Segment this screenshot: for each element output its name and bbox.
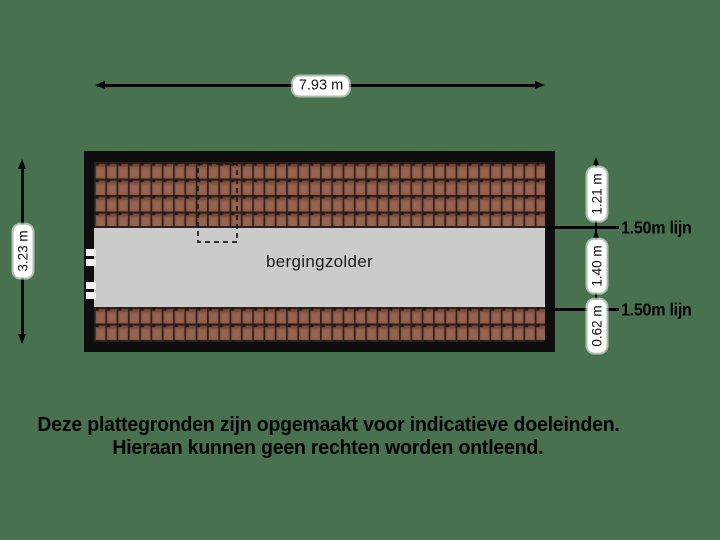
roof-top-edge <box>94 226 545 228</box>
floorplan-drawing <box>84 151 555 352</box>
arrowhead-right-icon <box>535 81 545 89</box>
height-dimension-label: 3.23 m <box>13 224 33 278</box>
line-150-label-bottom-text: 1.50m lijn <box>621 299 692 320</box>
line-150-label-top-text: 1.50m lijn <box>621 217 692 238</box>
line-150-bottom <box>545 308 619 311</box>
wall-vent-marker-top <box>86 249 96 266</box>
chain-arrow-icon <box>592 217 599 225</box>
roof-top <box>94 162 545 228</box>
disclaimer-line2: Hieraan kunnen geen rechten worden ontle… <box>112 435 544 459</box>
line-150-top <box>545 226 619 229</box>
attic-floor <box>94 228 545 307</box>
room-label: bergingzolder <box>266 252 373 271</box>
roof-bottom <box>94 307 545 342</box>
arrowhead-down-icon <box>18 334 26 344</box>
width-dimension-label: 7.93 m <box>292 76 350 96</box>
arrowhead-left-icon <box>95 81 105 89</box>
segment-label-1: 1.21 m <box>587 167 607 221</box>
disclaimer: Deze plattegronden zijn opgemaakt voor i… <box>0 413 656 459</box>
line-150-label-top: 1.50m lijn <box>621 218 698 239</box>
segment-label-2: 1.40 m <box>587 239 607 293</box>
line-150-label-bottom: 1.50m lijn <box>621 300 698 321</box>
wall-vent-marker-bottom <box>86 282 96 299</box>
chain-arrow-top-icon <box>592 157 599 165</box>
segment-label-3: 0.62 m <box>587 299 607 353</box>
chain-arrow-icon <box>592 230 599 238</box>
arrowhead-up-icon <box>18 159 26 169</box>
disclaimer-line1: Deze plattegronden zijn opgemaakt voor i… <box>36 413 620 436</box>
skylight-dashed-outline <box>197 163 238 243</box>
